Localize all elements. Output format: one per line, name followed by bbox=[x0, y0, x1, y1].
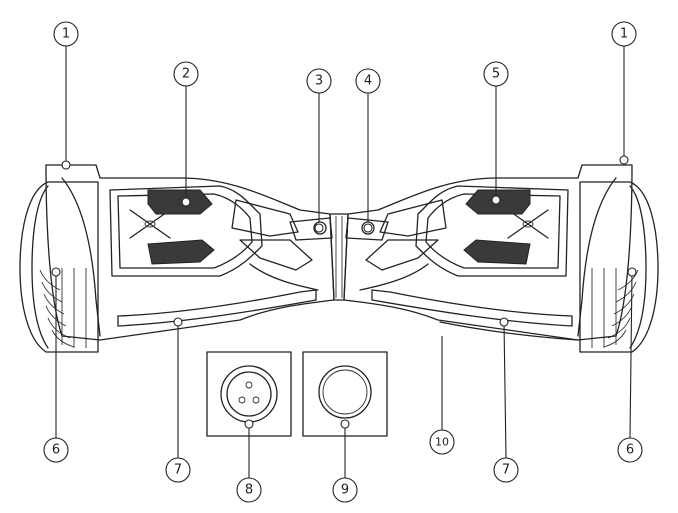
callout-7-left: 7 bbox=[165, 457, 191, 483]
callout-label: 10 bbox=[435, 436, 449, 449]
right-wheel bbox=[579, 181, 659, 353]
callout-label: 1 bbox=[62, 27, 70, 42]
callout-label: 5 bbox=[492, 67, 500, 82]
left-wheel bbox=[19, 181, 99, 353]
center-joint bbox=[329, 213, 349, 301]
leader-lines bbox=[51, 46, 637, 478]
callout-label: 6 bbox=[52, 443, 60, 458]
callout-3: 3 bbox=[306, 68, 332, 94]
callout-label: 4 bbox=[364, 74, 372, 89]
callout-4: 4 bbox=[355, 68, 381, 94]
callout-label: 8 bbox=[245, 483, 253, 498]
callout-1-left: 1 bbox=[53, 21, 79, 47]
callout-10: 10 bbox=[429, 429, 455, 455]
callout-label: 7 bbox=[502, 463, 510, 478]
right-body bbox=[343, 164, 633, 341]
callout-6-right: 6 bbox=[617, 437, 643, 463]
callout-1-right: 1 bbox=[611, 21, 637, 47]
callout-5: 5 bbox=[483, 61, 509, 87]
callout-label: 9 bbox=[341, 483, 349, 498]
callout-6-left: 6 bbox=[43, 437, 69, 463]
callout-8: 8 bbox=[236, 477, 262, 503]
callout-9: 9 bbox=[332, 477, 358, 503]
callout-2: 2 bbox=[173, 61, 199, 87]
callout-label: 3 bbox=[315, 74, 323, 89]
callout-label: 1 bbox=[620, 27, 628, 42]
left-body bbox=[45, 164, 335, 341]
callout-label: 6 bbox=[626, 443, 634, 458]
callout-label: 7 bbox=[174, 463, 182, 478]
callout-7-right: 7 bbox=[493, 457, 519, 483]
callout-label: 2 bbox=[182, 67, 190, 82]
